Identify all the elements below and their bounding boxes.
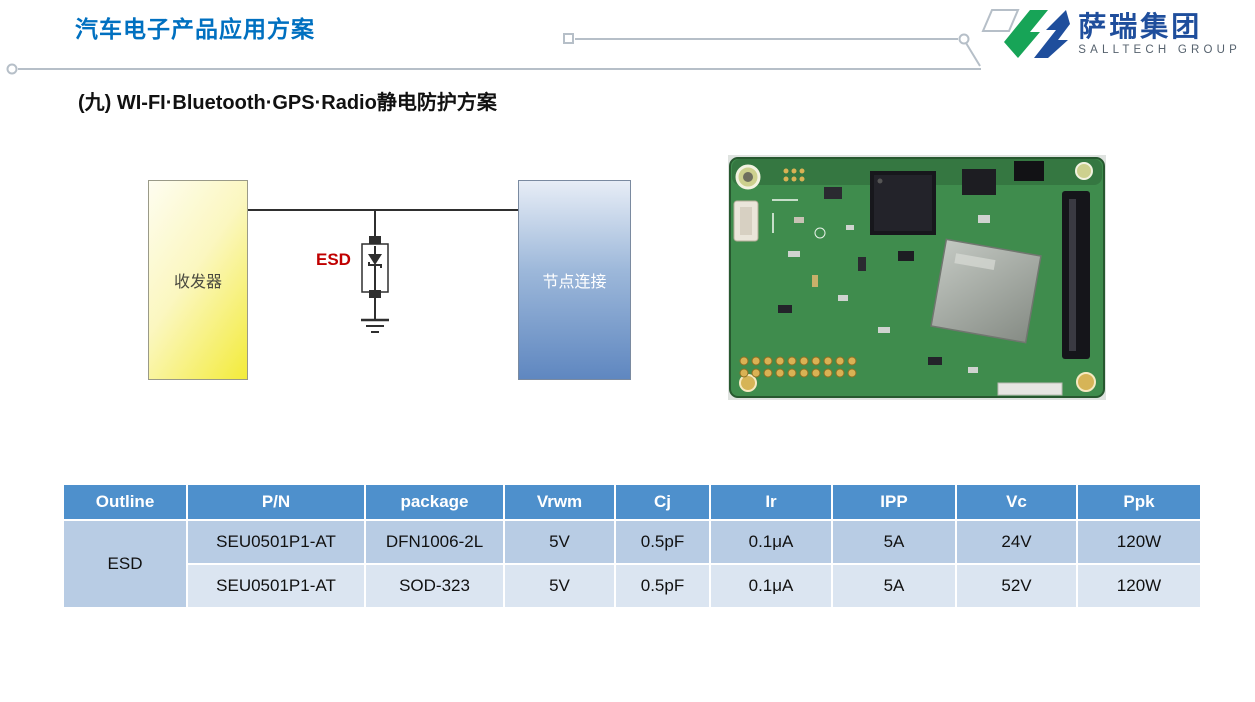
section-heading: (九) WI-FI·Bluetooth·GPS·Radio静电防护方案 <box>78 92 497 114</box>
cell-vrwm: 5V <box>503 563 616 609</box>
cell-ir: 0.1μA <box>709 563 833 609</box>
logo-text: 萨瑞集团 SALLTECH GROUP <box>1078 10 1241 57</box>
col-header-ipp: IPP <box>831 483 957 521</box>
spec-table: Outline P/N package Vrwm Cj Ir IPP Vc Pp… <box>62 483 1202 609</box>
col-header-ir: Ir <box>709 483 833 521</box>
col-header-cj: Cj <box>614 483 711 521</box>
cell-ipp: 5A <box>831 563 957 609</box>
outline-cell: ESD <box>62 519 188 609</box>
cell-cj: 0.5pF <box>614 519 711 565</box>
cell-vc: 52V <box>955 563 1078 609</box>
cell-package: SOD-323 <box>364 563 505 609</box>
cell-package: DFN1006-2L <box>364 519 505 565</box>
ground-icon <box>361 318 389 333</box>
col-header-package: package <box>364 483 505 521</box>
cell-ipp: 5A <box>831 519 957 565</box>
node-connection-label: 节点连接 <box>542 274 607 291</box>
cell-cj: 0.5pF <box>614 563 711 609</box>
page-title: 汽车电子产品应用方案 <box>75 16 315 42</box>
cell-ppk: 120W <box>1076 563 1202 609</box>
transceiver-label: 收发器 <box>173 274 222 291</box>
tvs-diode-icon <box>361 243 389 293</box>
col-header-outline: Outline <box>62 483 188 521</box>
cell-vc: 24V <box>955 519 1078 565</box>
esd-protection-diagram: 收发器 节点连接 ESD <box>148 150 648 410</box>
esd-label: ESD <box>316 250 351 269</box>
spec-table-wrap: Outline P/N package Vrwm Cj Ir IPP Vc Pp… <box>62 483 1202 609</box>
cell-ir: 0.1μA <box>709 519 833 565</box>
transceiver-box: 收发器 <box>148 180 248 380</box>
logo-tagline: SALLTECH GROUP <box>1078 44 1241 57</box>
salltech-logo-icon <box>1004 10 1071 58</box>
cell-pn: SEU0501P1-AT <box>186 563 366 609</box>
node-connection-box: 节点连接 <box>518 180 631 380</box>
pcb-photo <box>728 155 1106 400</box>
company-logo: 萨瑞集团 SALLTECH GROUP <box>1004 6 1241 62</box>
col-header-pn: P/N <box>186 483 366 521</box>
col-header-vrwm: Vrwm <box>503 483 616 521</box>
cell-vrwm: 5V <box>503 519 616 565</box>
cell-pn: SEU0501P1-AT <box>186 519 366 565</box>
col-header-ppk: Ppk <box>1076 483 1202 521</box>
table-row: SEU0501P1-AT SOD-323 5V 0.5pF 0.1μA 5A 5… <box>63 563 1202 609</box>
cell-ppk: 120W <box>1076 519 1202 565</box>
col-header-vc: Vc <box>955 483 1078 521</box>
logo-name: 萨瑞集团 <box>1078 10 1203 42</box>
table-row: ESD SEU0501P1-AT DFN1006-2L 5V 0.5pF 0.1… <box>62 519 1202 609</box>
table-header-row: Outline P/N package Vrwm Cj Ir IPP Vc Pp… <box>62 483 1202 521</box>
